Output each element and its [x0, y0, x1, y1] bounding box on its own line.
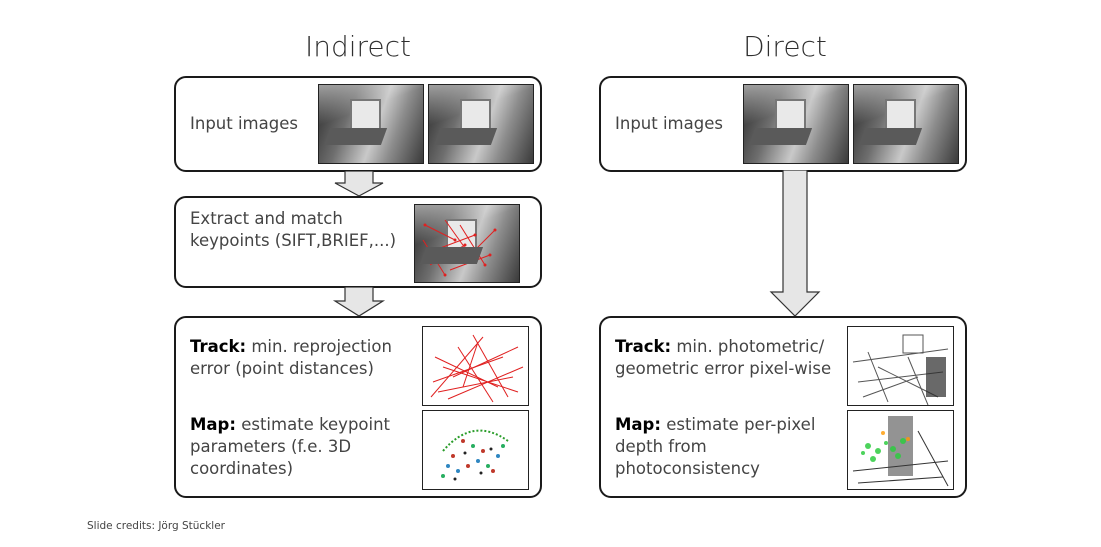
indirect-extract-box: Extract and match keypoints (SIFT,BRIEF,… — [174, 196, 542, 288]
keypoint-overlay — [422, 219, 497, 277]
direct-track-text: Track: min. photometric/ geometric error… — [615, 336, 835, 380]
reprojection-lines — [430, 334, 524, 403]
direct-track-map-box: Track: min. photometric/ geometric error… — [599, 316, 967, 498]
indirect-input-label: Input images — [190, 114, 298, 133]
dense-depth-image — [847, 410, 954, 490]
photometric-image — [847, 326, 954, 406]
indirect-track-desc: min. reprojection error (point distances… — [190, 337, 392, 378]
photometric-structure — [852, 334, 949, 405]
direct-input-box: Input images — [599, 76, 967, 172]
indirect-arrow-1 — [334, 171, 384, 197]
reprojection-image — [422, 326, 529, 406]
slide-credit: Slide credits: Jörg Stückler — [87, 520, 225, 532]
indirect-map-text: Map: estimate keypoint parameters (f.e. … — [190, 414, 405, 480]
dense-depth-cloud — [852, 416, 949, 487]
direct-map-label: Map: — [615, 415, 661, 434]
indirect-track-map-box: Track: min. reprojection error (point di… — [174, 316, 542, 498]
direct-map-text: Map: estimate per-pixel depth from photo… — [615, 414, 830, 480]
direct-input-label: Input images — [615, 114, 723, 133]
direct-title: Direct — [743, 30, 827, 63]
indirect-title: Indirect — [304, 30, 412, 63]
keypoint-map-image — [422, 410, 529, 490]
direct-map-desc: estimate per-pixel depth from photoconsi… — [615, 415, 816, 478]
direct-track-desc: min. photometric/ geometric error pixel-… — [615, 337, 832, 378]
indirect-arrow-2 — [332, 287, 386, 317]
keypoint-image — [414, 204, 520, 283]
direct-track-label: Track: — [615, 337, 672, 356]
input-image-1 — [318, 84, 424, 164]
keypoint-map-points — [441, 429, 509, 481]
indirect-map-desc: estimate keypoint parameters (f.e. 3D co… — [190, 415, 391, 478]
indirect-track-label: Track: — [190, 337, 247, 356]
direct-input-image-1 — [743, 84, 849, 164]
indirect-input-box: Input images — [174, 76, 542, 172]
direct-input-image-2 — [853, 84, 959, 164]
direct-arrow — [769, 170, 821, 317]
indirect-extract-label: Extract and match keypoints (SIFT,BRIEF,… — [190, 209, 397, 250]
indirect-track-text: Track: min. reprojection error (point di… — [190, 336, 405, 380]
input-image-2 — [428, 84, 534, 164]
indirect-map-label: Map: — [190, 415, 236, 434]
